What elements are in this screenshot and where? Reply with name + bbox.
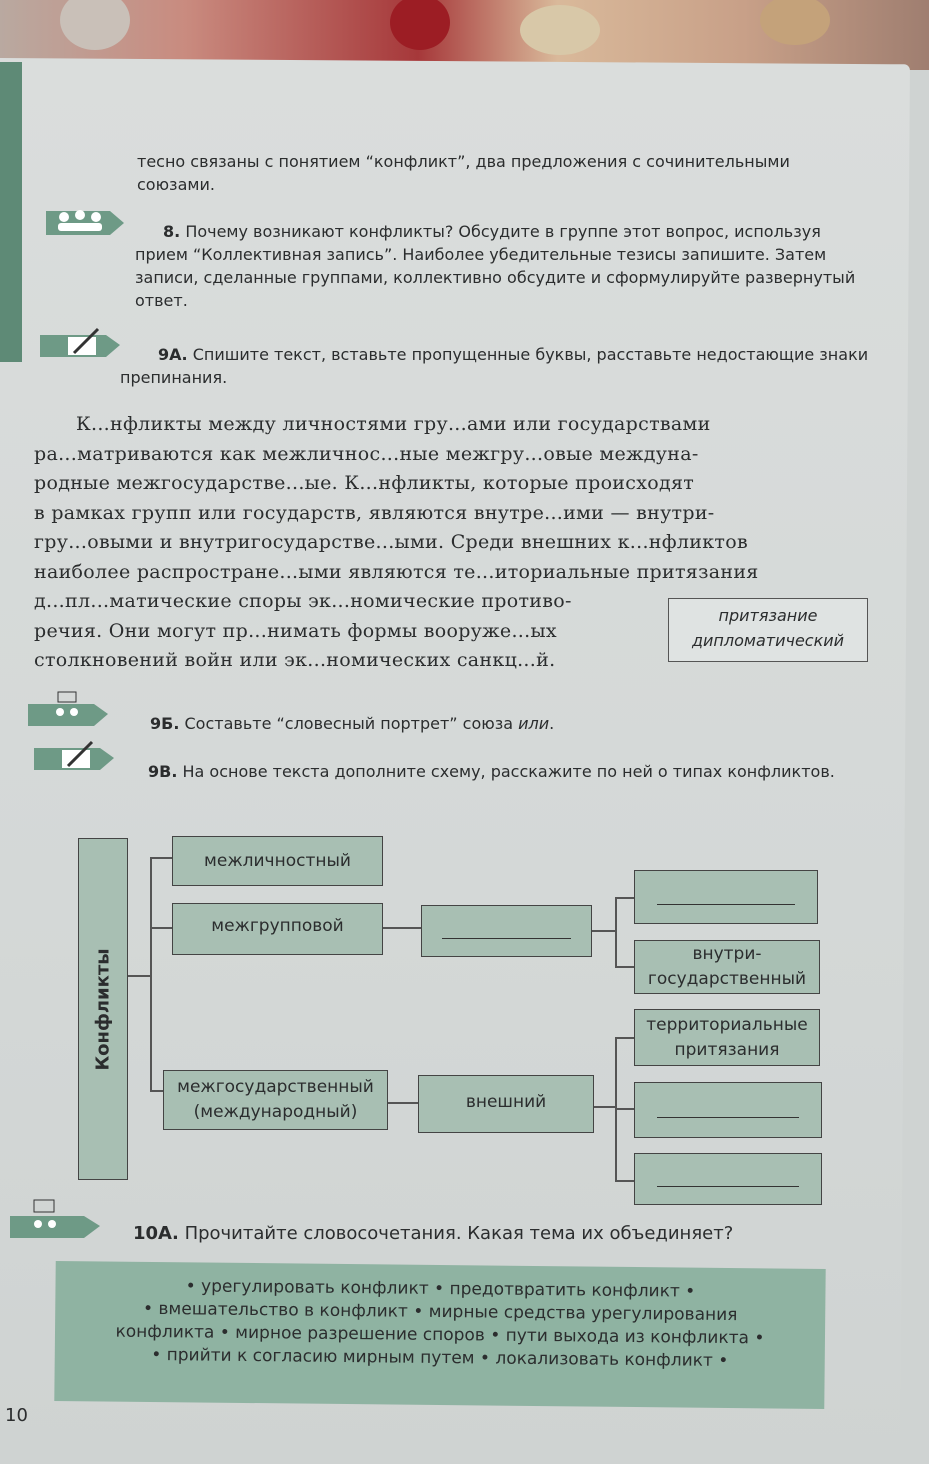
exercise-line: в рамках групп или государств, являются … (34, 501, 715, 524)
task-10a: 10А. Прочитайте словосочетания. Какая те… (133, 1223, 734, 1244)
diagram-interstate: межгосударственный (международный) (163, 1070, 388, 1130)
exercise-line: наиболее распростране...ыми являются те.… (34, 560, 759, 583)
exercise-line: ра...матриваются как межличнос...ные меж… (34, 442, 699, 465)
task-9a: 9А. Спишите текст, вставьте пропущенные … (120, 345, 869, 387)
diagram-interpersonal: межличностный (172, 836, 383, 886)
group-work-icon (46, 210, 124, 235)
diagram-external: внешний (418, 1075, 594, 1133)
diagram-blank-intergroup-type[interactable] (421, 905, 592, 957)
exercise-line: д...пл...матические споры эк...номически… (34, 590, 572, 612)
reading-discussion-icon (10, 1199, 100, 1238)
diagram-blank-2[interactable] (634, 1082, 822, 1138)
spelling-words-box: притязание дипломатический (668, 598, 868, 662)
phrases-box: • урегулировать конфликт • предотвратить… (54, 1260, 826, 1410)
exercise-line: К...нфликты между личностями гру...ами и… (76, 413, 711, 435)
diagram-root-conflicts: Конфликты (78, 838, 128, 1180)
task-9b: 9Б. Составьте “словесный портрет” союза … (150, 714, 555, 733)
exercise-line: речия. Они могут пр...нимать формы воору… (34, 619, 557, 642)
task-9v: 9В. На основе текста дополните схему, ра… (148, 762, 835, 781)
exercise-line: гру...овыми и внутригосударстве...ыми. С… (34, 531, 748, 553)
intro-text: тесно связаны с понятием “конфликт”, два… (137, 152, 790, 194)
pencil-writing-icon (40, 327, 120, 357)
page-number: 10 (5, 1405, 28, 1426)
diagram-intrastate: внутри-государственный (634, 940, 820, 994)
diagram-territorial-claims: территориальные притязания (634, 1009, 820, 1066)
discussion-icon (28, 691, 108, 726)
exercise-line: родные межгосударстве...ые. К...нфликты,… (34, 472, 695, 494)
exercise-line: столкновений войн или эк...номических са… (34, 649, 556, 671)
task-8: 8. Почему возникают конфликты? Обсудите … (135, 222, 856, 310)
pencil-writing-icon (34, 740, 114, 770)
diagram-blank-3[interactable] (634, 1153, 822, 1205)
page-edge-strip (0, 62, 22, 362)
exercise-text: К...нфликты между личностями гру...ами и… (34, 410, 874, 676)
diagram-blank-1[interactable] (634, 870, 818, 924)
diagram-intergroup: межгрупповой (172, 903, 383, 955)
